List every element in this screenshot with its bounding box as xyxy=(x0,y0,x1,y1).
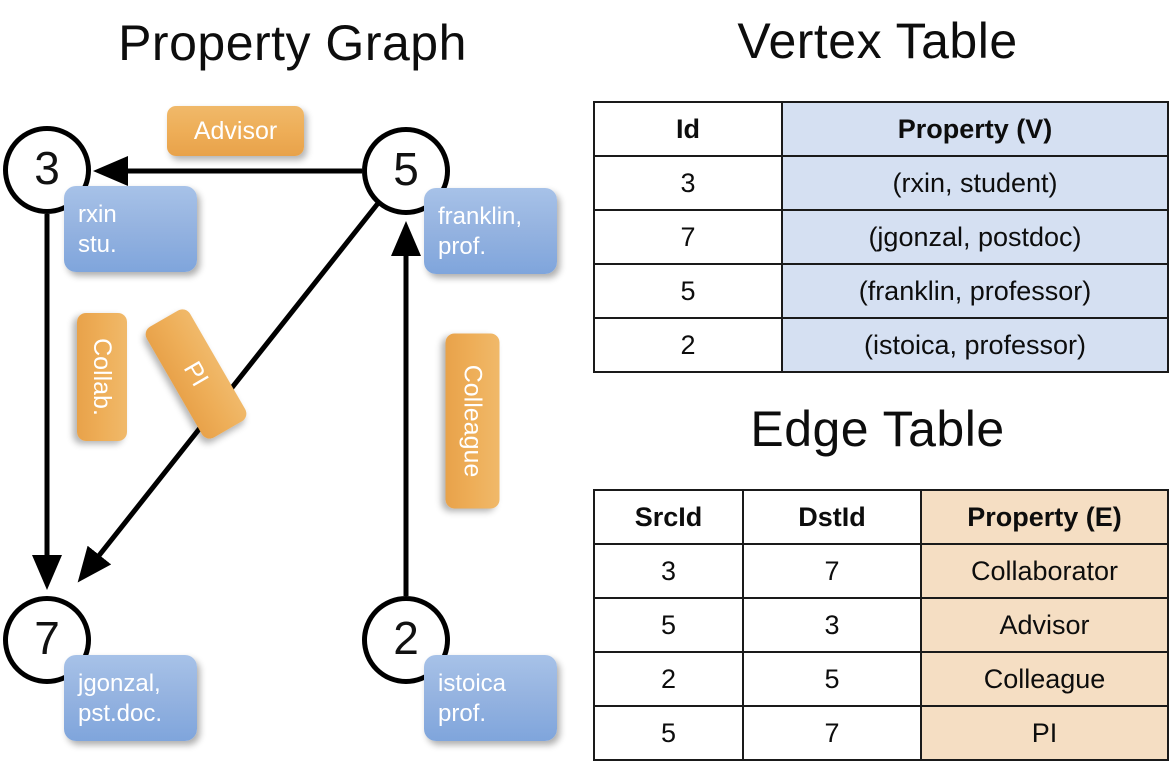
edge-cell-srcid: 2 xyxy=(593,651,744,707)
node-property-box-franklin: franklin, prof. xyxy=(424,188,557,274)
graph-node-2: 2 xyxy=(362,596,450,684)
page-title-vertex-table: Vertex Table xyxy=(737,13,1018,69)
table-row: 3 (rxin, student) xyxy=(593,155,1169,211)
vertex-cell-id: 2 xyxy=(593,317,783,373)
edge-cell-dstid: 3 xyxy=(742,597,922,653)
edge-table-header-row: SrcId DstId Property (E) xyxy=(593,489,1169,545)
edge-cell-dstid: 5 xyxy=(742,651,922,707)
edge-cell-property: Advisor xyxy=(920,597,1169,653)
graph-node-7-id: 7 xyxy=(34,612,60,664)
edge-cell-srcid: 5 xyxy=(593,705,744,761)
graph-node-5-id: 5 xyxy=(393,143,419,195)
page-title-edge-table: Edge Table xyxy=(750,401,1005,457)
vertex-cell-property: (rxin, student) xyxy=(781,155,1169,211)
graph-node-3-id: 3 xyxy=(34,142,60,194)
edge-cell-srcid: 5 xyxy=(593,597,744,653)
edge-cell-property: PI xyxy=(920,705,1169,761)
edge-table-header-property: Property (E) xyxy=(920,489,1169,545)
vertex-cell-property: (istoica, professor) xyxy=(781,317,1169,373)
table-row: 3 7 Collaborator xyxy=(593,543,1169,599)
edge-cell-dstid: 7 xyxy=(742,543,922,599)
node-property-box-jgonzal: jgonzal, pst.doc. xyxy=(64,655,197,741)
table-row: 5 7 PI xyxy=(593,705,1169,761)
edge-cell-property: Colleague xyxy=(920,651,1169,707)
vertex-cell-property: (jgonzal, postdoc) xyxy=(781,209,1169,265)
vertex-table-header-row: Id Property (V) xyxy=(593,101,1169,157)
table-row: 2 (istoica, professor) xyxy=(593,317,1169,373)
vertex-cell-property: (franklin, professor) xyxy=(781,263,1169,319)
node-property-box-istoica: istoica prof. xyxy=(424,655,557,741)
table-row: 5 (franklin, professor) xyxy=(593,263,1169,319)
edge-table: SrcId DstId Property (E) 3 7 Collaborato… xyxy=(593,489,1169,761)
vertex-table-header-id: Id xyxy=(593,101,783,157)
vertex-table: Id Property (V) 3 (rxin, student) 7 (jgo… xyxy=(593,101,1169,373)
vertex-table-header-property: Property (V) xyxy=(781,101,1169,157)
table-row: 7 (jgonzal, postdoc) xyxy=(593,209,1169,265)
graph-node-5: 5 xyxy=(362,127,450,215)
property-graph-diagram: Advisor Collab. PI Colleague 3 5 7 2 rxi… xyxy=(0,0,585,760)
edge-table-header-dstid: DstId xyxy=(742,489,922,545)
edge-cell-dstid: 7 xyxy=(742,705,922,761)
edge-label-colleague: Colleague xyxy=(445,333,500,509)
edge-label-advisor: Advisor xyxy=(167,106,304,156)
page-title-property-graph: Property Graph xyxy=(118,15,467,71)
table-row: 2 5 Colleague xyxy=(593,651,1169,707)
graph-node-2-id: 2 xyxy=(393,612,419,664)
table-row: 5 3 Advisor xyxy=(593,597,1169,653)
edge-label-collaborator: Collab. xyxy=(77,313,127,441)
vertex-cell-id: 7 xyxy=(593,209,783,265)
vertex-cell-id: 5 xyxy=(593,263,783,319)
edge-table-header-srcid: SrcId xyxy=(593,489,744,545)
edge-cell-srcid: 3 xyxy=(593,543,744,599)
edge-cell-property: Collaborator xyxy=(920,543,1169,599)
node-property-box-rxin: rxin stu. xyxy=(64,186,197,272)
vertex-cell-id: 3 xyxy=(593,155,783,211)
